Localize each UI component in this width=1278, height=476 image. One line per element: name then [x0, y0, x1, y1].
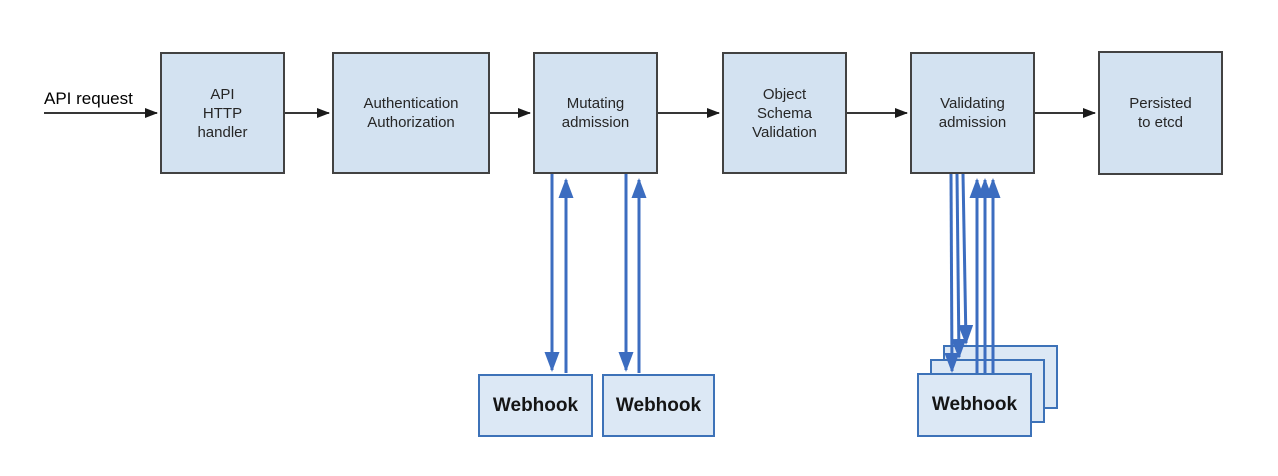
arrow-validating-to-webhook-front-down	[944, 173, 960, 373]
mutating-webhook-box-2: Webhook	[602, 374, 715, 437]
stage-label-line: Validation	[752, 123, 817, 141]
stage-box-api-http-handler: API HTTP handler	[160, 52, 285, 174]
stage-label-line: Validating	[940, 95, 1005, 112]
stage-label-line: admission	[938, 114, 1007, 131]
stage-box-persisted-to-etcd: Persisted to etcd	[1098, 51, 1223, 175]
stage-box-object-schema-validation: Object Schema Validation	[722, 52, 847, 174]
stage-box-validating-admission: Validating admission	[910, 52, 1035, 174]
webhook-label: Webhook	[931, 394, 1018, 415]
stage-label-line: Authorization	[367, 114, 455, 131]
stage-label-line: Mutating	[566, 95, 625, 112]
validating-webhook-box-front: Webhook	[917, 373, 1032, 437]
stage-label-line: Object	[762, 85, 807, 103]
stage-box-mutating-admission: Mutating admission	[533, 52, 658, 174]
stage-label-line: admission	[561, 114, 630, 131]
arrow-validating-to-webhook-middle-down	[951, 173, 967, 359]
webhook-label: Webhook	[492, 394, 579, 416]
mutating-webhook-box-1: Webhook	[478, 374, 593, 437]
stage-label-line: API	[210, 85, 235, 103]
stage-label-line: HTTP	[202, 104, 243, 122]
stage-label-line: Persisted	[1129, 95, 1192, 112]
stage-label-line: to etcd	[1137, 114, 1184, 131]
api-request-label: API request	[44, 89, 133, 108]
stage-label-line: Schema	[756, 104, 813, 122]
stage-box-authentication-authorization: Authentication Authorization	[332, 52, 490, 174]
stage-label-line: Authentication	[363, 95, 459, 112]
arrow-validating-to-webhook-back-down	[958, 173, 974, 345]
webhook-label: Webhook	[615, 394, 702, 416]
stage-label-line: handler	[197, 123, 248, 141]
